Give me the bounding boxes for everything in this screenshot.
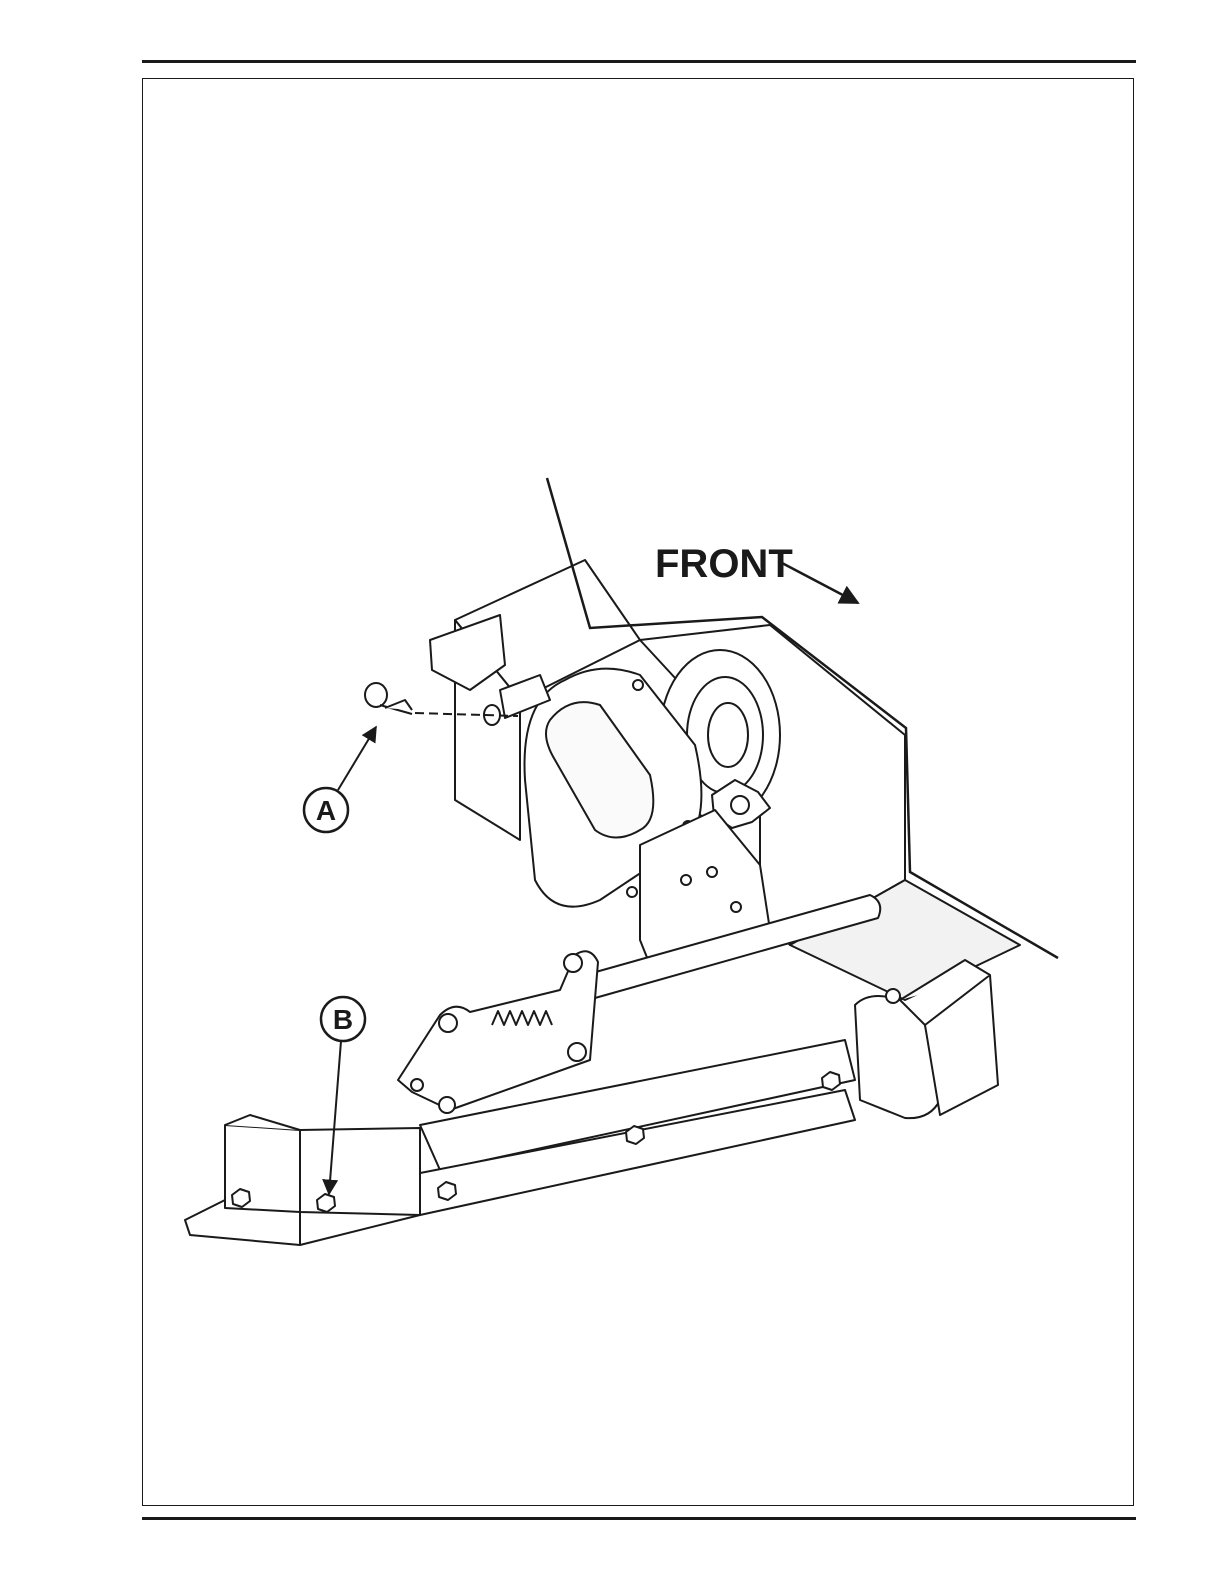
front-label: FRONT xyxy=(655,542,793,586)
front-arrow-icon xyxy=(782,563,858,603)
callout-a: A xyxy=(304,727,376,832)
callout-a-leader xyxy=(338,727,376,790)
callout-a-letter: A xyxy=(316,795,336,826)
callout-b-letter: B xyxy=(333,1004,353,1035)
spring-linkage xyxy=(398,951,598,1113)
